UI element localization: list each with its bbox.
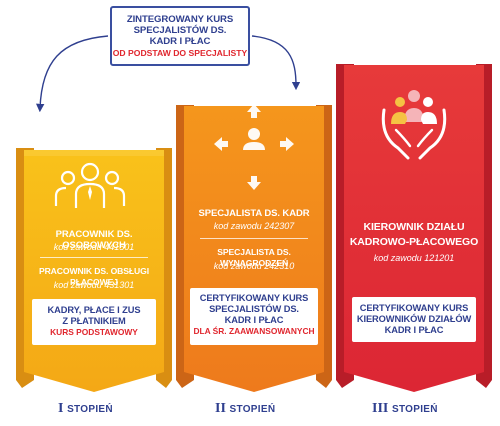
col2-course-line1: CERTYFIKOWANY KURS (199, 293, 309, 303)
arrow-right (251, 35, 301, 91)
col1-course-line1: KADRY, PŁACE I ZUS (47, 305, 141, 315)
hands-people-icon (381, 90, 447, 160)
col1-course-line2: Z PŁATNIKIEM (62, 316, 126, 326)
col2-course-level: DLA ŚR. ZAAWANSOWANYCH (193, 326, 315, 336)
col3-code1: kod zawodu 121201 (373, 253, 455, 263)
col2-code1: kod zawodu 242307 (213, 221, 295, 231)
integrated-course-box: ZINTEGROWANY KURS SPECJALISTÓW DS. KADR … (110, 6, 250, 66)
col2-course-box: CERTYFIKOWANY KURS SPECJALISTÓW DS. KADR… (190, 288, 318, 345)
stage-2-number: II (215, 401, 226, 416)
stage-1-label: I STOPIEŃ (58, 400, 113, 417)
col3-course-line1: CERTYFIKOWANY KURS (359, 303, 469, 313)
col1-code1: kod zawodu 441501 (53, 242, 135, 252)
col1-job2: PRACOWNIK DS. OBSŁUGI PŁACOWEJ (38, 266, 150, 287)
integrated-course-title-2: SPECJALISTÓW DS. (133, 25, 227, 36)
people-group-icon (54, 162, 126, 208)
col3-job1-line1: KIEROWNIK DZIAŁU (363, 221, 465, 233)
stage-2-label: II STOPIEŃ (215, 400, 275, 417)
stage-3-number: III (372, 401, 389, 416)
arrow-left (35, 35, 109, 113)
col3-course-line2: KIEROWNIKÓW DZIAŁÓW (356, 314, 472, 324)
stage-2-text: STOPIEŃ (229, 404, 276, 415)
col1-course-box: KADRY, PŁACE I ZUS Z PŁATNIKIEM KURS POD… (32, 299, 156, 345)
stage-1-number: I (58, 401, 64, 416)
col2-course-line2: SPECJALISTÓW DS. (209, 304, 299, 314)
col2-divider (200, 238, 308, 239)
col1-course-level: KURS PODSTAWOWY (50, 327, 138, 337)
col3-job1-line2: KADROWO-PŁACOWEGO (349, 236, 479, 248)
stage-3-label: III STOPIEŃ (372, 400, 438, 417)
col2-job1: SPECJALISTA DS. KADR (198, 208, 310, 219)
stage-3-text: STOPIEŃ (391, 404, 438, 415)
person-arrows-icon (214, 104, 294, 190)
integrated-course-title-1: ZINTEGROWANY KURS (126, 14, 234, 25)
stage-1-text: STOPIEŃ (67, 404, 113, 415)
col1-divider (40, 257, 148, 258)
col2-course-line3: KADR I PŁAC (224, 315, 284, 325)
col2-job2: SPECJALISTA DS. WYNAGRODZEŃ (217, 247, 291, 268)
col2-code2: kod zawodu 242310 (213, 261, 295, 271)
integrated-course-title-3: KADR I PŁAC (149, 36, 211, 47)
col3-course-line3: KADR I PŁAC (384, 325, 444, 335)
col1-job1: PRACOWNIK DS. OSOBOWYCH (55, 229, 133, 251)
integrated-course-subtitle: OD PODSTAW DO SPECJALISTY (112, 48, 248, 58)
col1-code2: kod zawodu 431301 (53, 280, 135, 290)
col3-course-box: CERTYFIKOWANY KURS KIEROWNIKÓW DZIAŁÓW K… (352, 297, 476, 342)
